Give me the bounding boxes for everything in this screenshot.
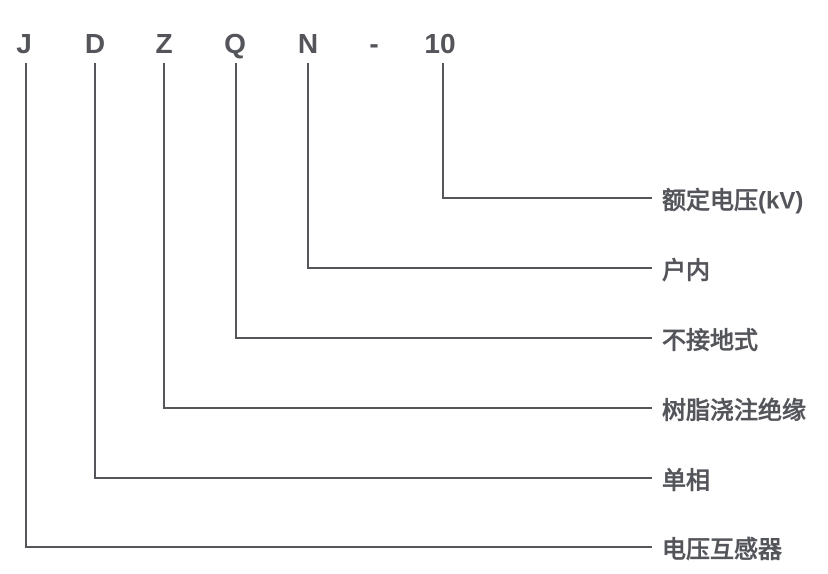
code-char-dash: - [369, 28, 379, 59]
connector-vertical-line [235, 63, 237, 339]
connector-horizontal-line [163, 407, 652, 409]
code-char-D: D [84, 28, 106, 59]
connector-horizontal-line [94, 477, 652, 479]
callout-label: 额定电压(kV) [662, 187, 804, 215]
callout-label: 户内 [662, 257, 710, 285]
connector-horizontal-line [25, 546, 652, 548]
connector-vertical-line [442, 63, 444, 199]
code-char-Q: Q [224, 28, 246, 59]
callout-label: 树脂浇注绝缘 [662, 397, 806, 425]
connector-horizontal-line [235, 337, 652, 339]
callout-label: 不接地式 [662, 327, 758, 355]
callout-label: 单相 [662, 467, 710, 495]
callout-label: 电压互感器 [662, 536, 782, 564]
code-char-10: 10 [424, 28, 456, 59]
code-char-Z: Z [155, 28, 173, 59]
connector-vertical-line [307, 63, 309, 269]
connector-horizontal-line [442, 197, 652, 199]
code-char-J: J [16, 28, 32, 59]
connector-horizontal-line [307, 267, 652, 269]
connector-vertical-line [25, 63, 27, 548]
code-char-N: N [297, 28, 319, 59]
connector-vertical-line [94, 63, 96, 479]
connector-vertical-line [163, 63, 165, 409]
